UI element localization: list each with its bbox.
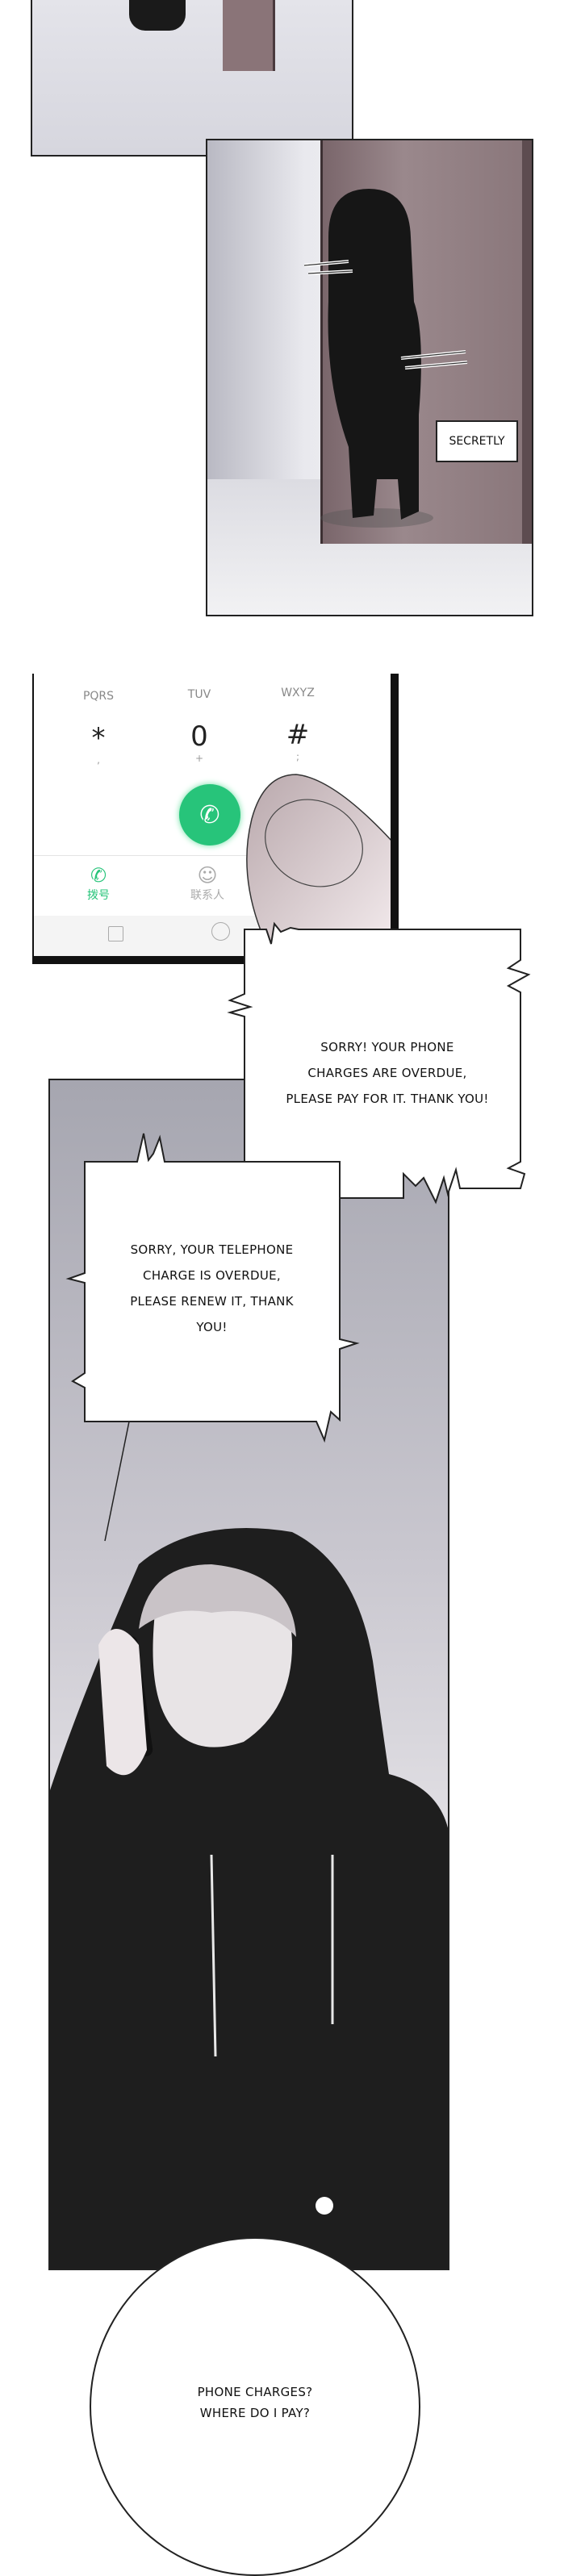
call-button[interactable]: ✆ — [179, 784, 240, 845]
tab-dial-label: 拨号 — [87, 889, 110, 902]
bubble-line: PLEASE PAY FOR IT. THANK YOU! — [286, 1092, 489, 1106]
key-letters-wxyz[interactable]: WXYZ — [281, 687, 315, 699]
finger — [246, 774, 391, 956]
home-icon[interactable] — [211, 922, 230, 941]
panel-hooded-figure: SECRETLY — [206, 139, 533, 616]
phone-icon: ✆ — [90, 864, 107, 887]
bubble-line: WHERE DO I PAY? — [199, 2406, 311, 2420]
recent-apps-icon[interactable] — [108, 926, 123, 941]
bubble-line: PHONE CHARGES? — [197, 2385, 313, 2399]
key-letters-pqrs[interactable]: PQRS — [82, 690, 115, 703]
panel-hallway-top — [31, 0, 353, 157]
bubble-line: YOU! — [196, 1320, 228, 1334]
tab-dial[interactable]: ✆ 拨号 — [74, 864, 123, 903]
door-edge — [223, 0, 275, 71]
bubble-reply: PHONE CHARGES? WHERE DO I PAY? — [142, 2382, 368, 2424]
tab-divider — [34, 855, 391, 856]
key-letters-tuv[interactable]: TUV — [187, 688, 211, 701]
key-zero-sub: + — [194, 753, 204, 764]
bubble-operator-1-shape — [227, 921, 531, 1204]
bubble-line: PLEASE RENEW IT, THANK — [130, 1294, 294, 1309]
figure-feet — [129, 0, 186, 31]
tab-contacts-label: 联系人 — [190, 889, 224, 902]
bubble-line: SORRY! YOUR PHONE — [320, 1040, 454, 1054]
bubble-line: SORRY, YOUR TELEPHONE — [130, 1242, 294, 1257]
phone-icon: ✆ — [199, 800, 220, 829]
key-star[interactable]: * — [91, 722, 106, 754]
key-star-sub: , — [97, 754, 100, 766]
bubble-line: CHARGE IS OVERDUE, — [143, 1268, 281, 1283]
bubble-operator-2-shape — [65, 1133, 360, 1542]
caption-secretly: SECRETLY — [436, 420, 518, 462]
panel-phone-dialer: PQRS TUV WXYZ * , 0 + # ; ✆ ✆ 拨号 ☺ 联系人 — [32, 674, 399, 964]
key-hash[interactable]: # — [286, 719, 310, 751]
bubble-operator-1: SORRY! YOUR PHONE CHARGES ARE OVERDUE, P… — [266, 1034, 508, 1112]
hooded-boy — [50, 1528, 448, 2269]
key-hash-sub: ; — [295, 751, 300, 762]
hooded-figure — [303, 189, 468, 528]
key-zero[interactable]: 0 — [190, 720, 208, 753]
bubble-line: CHARGES ARE OVERDUE, — [307, 1066, 467, 1080]
door-frame — [522, 140, 532, 544]
bubble-operator-2: SORRY, YOUR TELEPHONE CHARGE IS OVERDUE,… — [97, 1237, 327, 1340]
tab-contacts[interactable]: ☺ 联系人 — [175, 864, 240, 903]
person-icon: ☺ — [197, 864, 218, 887]
